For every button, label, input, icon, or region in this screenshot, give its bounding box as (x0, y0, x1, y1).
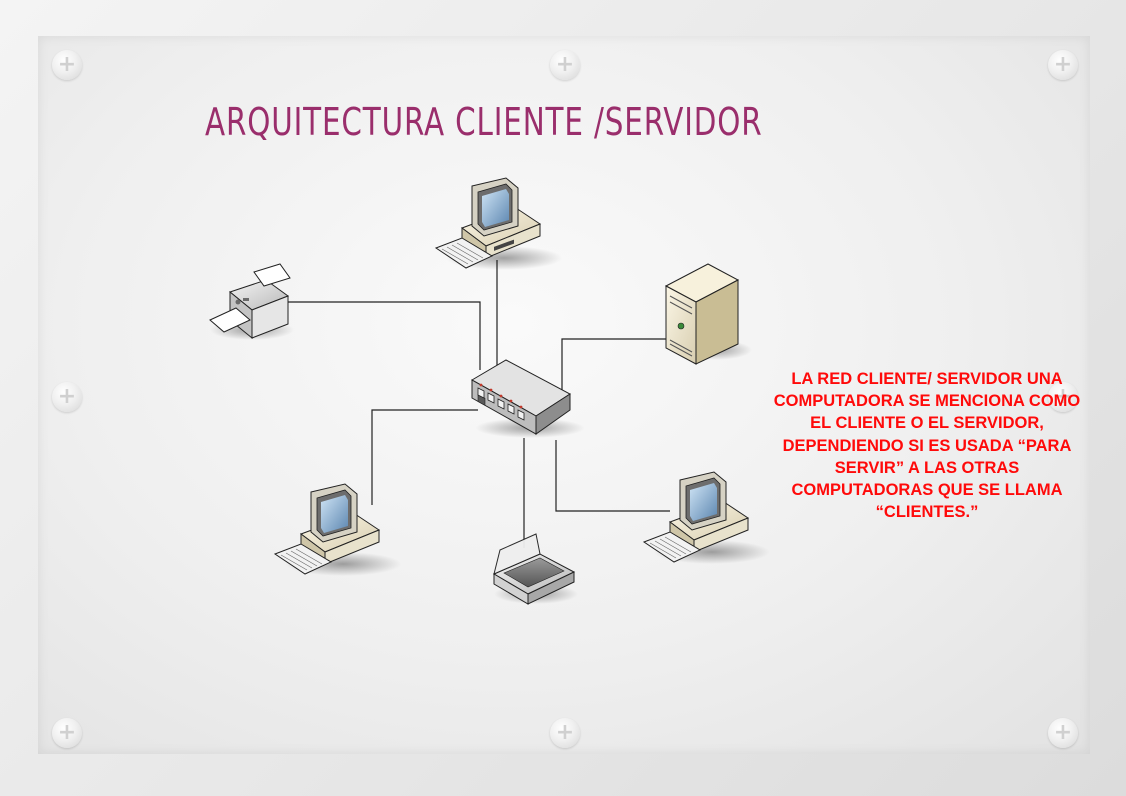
server-tower-icon (664, 263, 752, 365)
desktop-computer-icon (642, 471, 770, 564)
printer-icon (209, 263, 294, 340)
screw-icon: + (1048, 382, 1078, 412)
screw-icon: + (550, 718, 580, 748)
screw-icon: + (1048, 50, 1078, 80)
connection-lines (282, 260, 670, 548)
desktop-computer-icon (434, 177, 562, 270)
screw-icon: + (52, 382, 82, 412)
network-switch-icon (470, 359, 585, 438)
screw-icon: + (550, 50, 580, 80)
screw-icon: + (52, 50, 82, 80)
link-server-switch (561, 338, 668, 390)
link-pc-right-switch (555, 440, 670, 512)
screw-icon: + (52, 718, 82, 748)
link-printer-switch (282, 301, 481, 370)
slide-title: ARQUITECTURA CLIENTE /SERVIDOR (205, 100, 763, 144)
screw-icon: + (1048, 718, 1078, 748)
desktop-computer-icon (273, 483, 401, 576)
description-text: LA RED CLIENTE/ SERVIDOR UNA COMPUTADORA… (773, 370, 1081, 522)
link-pc-left-switch (371, 409, 478, 505)
scanner-icon (492, 533, 578, 605)
